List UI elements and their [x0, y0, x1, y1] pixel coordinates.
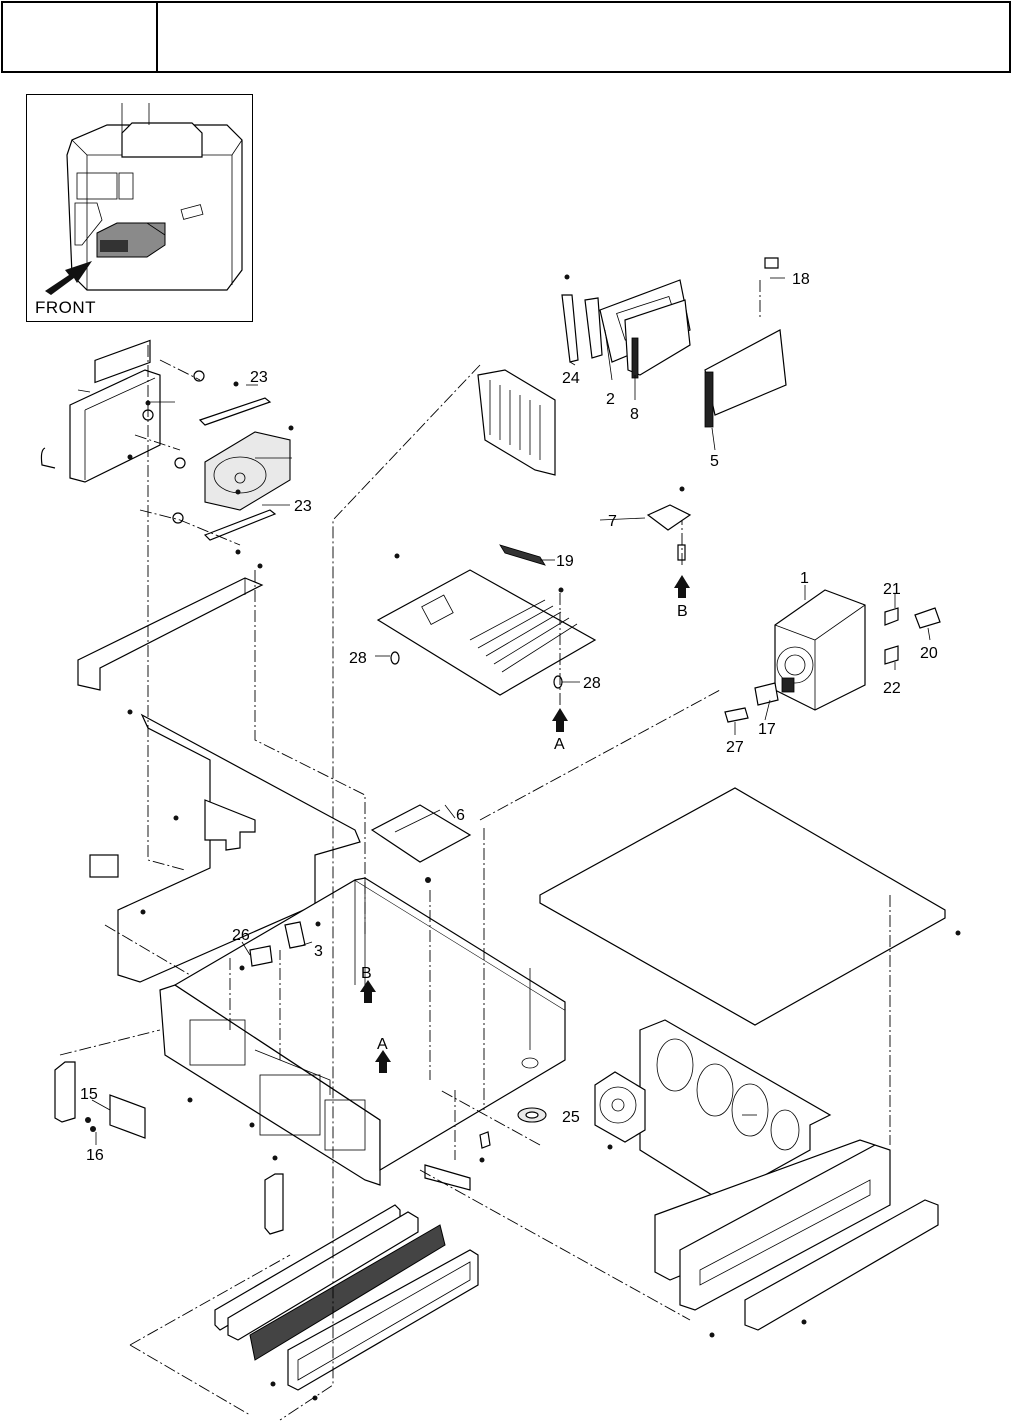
- connector-20: [915, 608, 940, 628]
- pci-card-cage: [478, 370, 555, 475]
- callout-17: 17: [758, 721, 776, 738]
- bracket-26: [250, 946, 272, 966]
- callout-19: 19: [556, 553, 574, 570]
- callout-15: 15: [80, 1086, 98, 1103]
- callout-2: 2: [606, 391, 615, 408]
- hard-disk: [205, 432, 290, 510]
- callout-24: 24: [562, 370, 580, 387]
- inlet-17: [755, 683, 778, 705]
- callout-27: 27: [726, 739, 744, 756]
- card-holder-18: [765, 258, 778, 268]
- bottom-bracket: [425, 1165, 470, 1190]
- top-cover: [540, 788, 945, 1025]
- callout-16: 16: [86, 1147, 104, 1164]
- connector-22: [885, 646, 898, 664]
- switch-plate: [110, 1095, 145, 1138]
- callout-8: 8: [630, 406, 639, 423]
- handle-front: [265, 1174, 283, 1234]
- small-board-7: [648, 505, 690, 530]
- callout-23-top: 23: [250, 369, 268, 386]
- ribbon-cable-19: [500, 545, 545, 565]
- card-bracket-24: [562, 295, 578, 362]
- callout-22: 22: [883, 680, 901, 697]
- label-plate: [90, 855, 118, 877]
- callout-1: 1: [800, 570, 809, 587]
- handle-left: [55, 1062, 75, 1122]
- view-marker-a-top: A: [554, 736, 565, 753]
- callout-28-left: 28: [349, 650, 367, 667]
- arrow-b-top-icon: [674, 575, 690, 598]
- callout-3: 3: [314, 943, 323, 960]
- connector-21: [885, 608, 898, 625]
- callout-23-bottom: 23: [294, 498, 312, 515]
- arrow-a-top-icon: [552, 708, 568, 732]
- callout-18: 18: [792, 271, 810, 288]
- view-marker-a-bottom: A: [377, 1036, 388, 1053]
- hdd-rail-bottom: [205, 510, 275, 540]
- callout-7: 7: [608, 513, 617, 530]
- callout-21: 21: [883, 581, 901, 598]
- hdd-support-rail: [78, 578, 262, 690]
- cooling-fan: [595, 1072, 645, 1142]
- callout-20: 20: [920, 645, 938, 662]
- callout-26: 26: [232, 927, 250, 944]
- pci-card-5: [705, 330, 786, 415]
- callout-5: 5: [710, 453, 719, 470]
- callout-28-right: 28: [583, 675, 601, 692]
- callout-25: 25: [562, 1109, 580, 1126]
- bracket-27: [725, 708, 748, 722]
- view-marker-b-top: B: [677, 603, 688, 620]
- view-marker-b-bottom: B: [361, 965, 372, 982]
- hdd-rail-top: [200, 398, 270, 425]
- callout-6: 6: [456, 807, 465, 824]
